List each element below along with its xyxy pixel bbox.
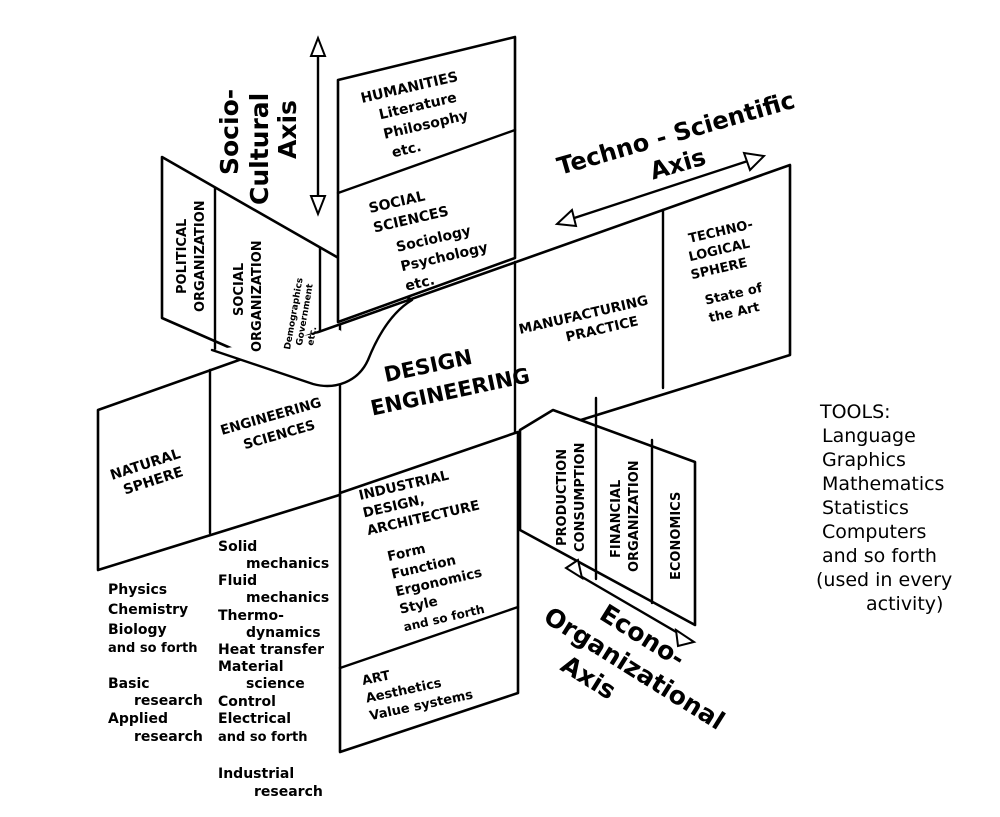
list-item: mechanics (246, 590, 329, 606)
panel-text: CONSUMPTION (573, 443, 588, 553)
list-item: Electrical (218, 711, 291, 727)
panel-text: ECONOMICS (669, 492, 684, 580)
list-item: science (246, 676, 305, 692)
list-item: activity) (866, 593, 943, 615)
list-item: Fluid (218, 573, 257, 589)
panel-text: SOCIAL (232, 263, 247, 316)
list-item: mechanics (246, 556, 329, 572)
list-item: and so forth (108, 641, 198, 656)
techno-scientific-arrow (554, 151, 767, 228)
socio-cultural-arrow (309, 35, 327, 217)
panel-text: ORGANIZATION (627, 460, 642, 572)
panel-text: ART (361, 668, 392, 689)
panel-text: POLITICAL (175, 219, 190, 294)
list-item: Statistics (822, 497, 909, 519)
list-item: dynamics (246, 625, 321, 641)
list-item: Applied (108, 711, 168, 727)
list-item: Basic (108, 676, 150, 692)
list-item: research (134, 729, 203, 745)
list-item: research (134, 693, 203, 709)
list-item: Physics (108, 582, 167, 598)
list-item: Industrial (218, 766, 294, 782)
axis-label-line: Axis (273, 100, 302, 159)
list-item: Heat transfer (218, 642, 324, 658)
financial-organization-label: FINANCIAL ORGANIZATION (609, 460, 642, 572)
axis-label-line: Cultural (245, 93, 274, 205)
list-item: Biology (108, 622, 167, 638)
list-item: Solid (218, 539, 257, 555)
list-item: Material (218, 659, 284, 675)
left-wing-tail (214, 330, 368, 386)
list-item: Control (218, 694, 276, 710)
panel-text: etc. (404, 272, 437, 294)
panel-text: ORGANIZATION (193, 200, 208, 312)
production-consumption-label: PRODUCTION CONSUMPTION (555, 443, 588, 553)
panel-text: ORGANIZATION (250, 240, 265, 352)
tools-list: TOOLS: Language Graphics Mathematics Sta… (816, 401, 952, 615)
top-panel (336, 35, 517, 324)
horizontal-panel (96, 163, 792, 572)
list-item: Thermo- (218, 608, 284, 624)
left-wing-curve (210, 298, 414, 388)
top-panel-divider (336, 128, 517, 195)
econo-organizational-label: Econo- Organizational Axis (539, 598, 730, 735)
panel-text: FINANCIAL (609, 480, 624, 558)
economics-label: ECONOMICS (669, 492, 684, 580)
socio-cultural-label: Socio- Cultural Axis (215, 89, 302, 205)
list-item: and so forth (218, 730, 308, 745)
political-organization-label: POLITICAL ORGANIZATION (175, 200, 208, 312)
econo-organizational-arrow (564, 558, 697, 648)
list-item: (used in every (816, 569, 952, 591)
axis-label-line: Socio- (215, 89, 244, 175)
list-item: Language (822, 425, 916, 447)
list-item: Chemistry (108, 602, 188, 618)
tools-heading: TOOLS: (819, 401, 891, 423)
list-item: and so forth (822, 545, 937, 567)
engineering-sciences-list: Solid mechanics Fluid mechanics Thermo- … (218, 539, 329, 800)
panel-text: etc. (390, 139, 423, 161)
panel-text: PRODUCTION (555, 449, 570, 546)
panel-text: etc. (306, 326, 319, 347)
bottom-panel-divider (338, 605, 520, 670)
list-item: Computers (822, 521, 926, 543)
social-organization-label: SOCIAL ORGANIZATION (232, 240, 265, 352)
list-item: Mathematics (822, 473, 944, 495)
list-item: research (254, 784, 323, 800)
list-item: Graphics (822, 449, 906, 471)
bottom-panel (338, 430, 520, 754)
natural-sphere-list: Physics Chemistry Biology and so forth B… (108, 582, 203, 745)
